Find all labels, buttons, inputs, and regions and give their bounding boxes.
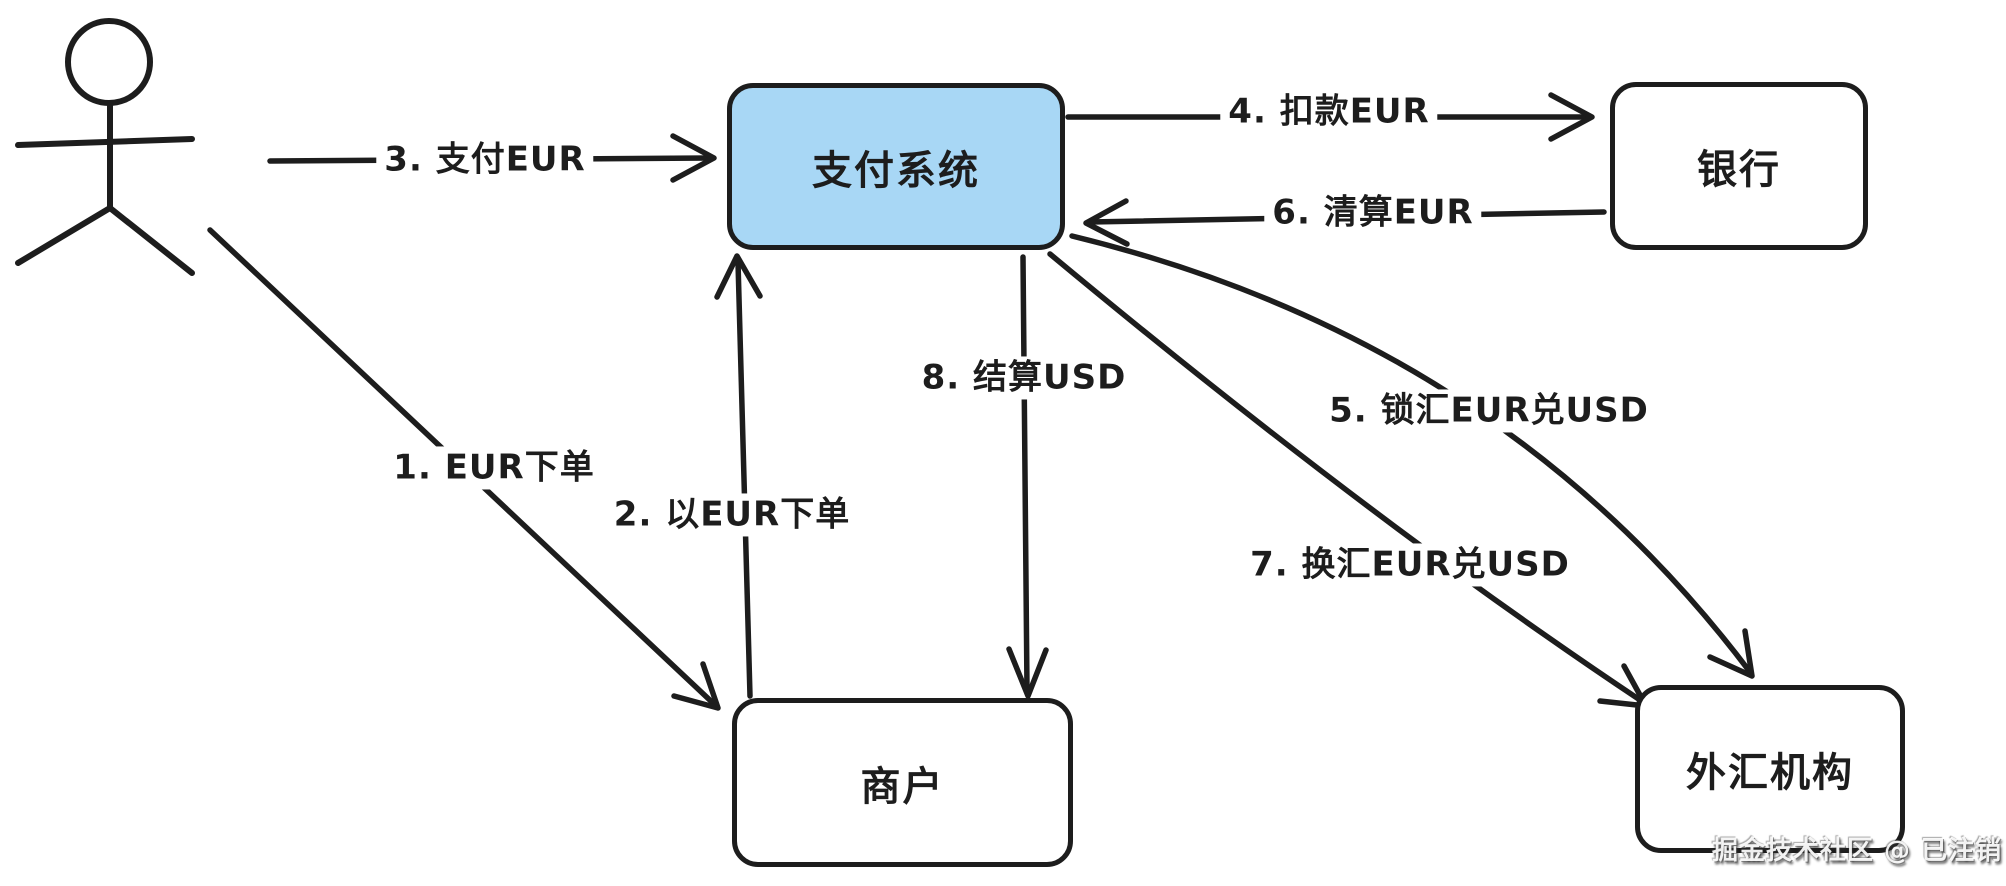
arrow-7-exchange-eur-usd — [1047, 251, 1649, 709]
arrow-5-lock-fx-rate — [1069, 233, 1755, 679]
edge-label-5-lock-fx-rate: 5. 锁汇EUR兑USD — [1321, 389, 1657, 433]
edge-label-3-pay-eur: 3. 支付EUR — [376, 138, 594, 182]
node-merchant-label: 商户 — [860, 763, 945, 810]
edge-label-6-clearing-eur: 6. 清算EUR — [1264, 191, 1482, 235]
edge-label-7-exchange-eur-usd: 7. 换汇EUR兑USD — [1242, 543, 1578, 587]
node-fx-institution-label: 外汇机构 — [1686, 750, 1854, 796]
node-payment-system-label: 支付系统 — [812, 147, 980, 194]
arrow-8-settle-usd — [1006, 254, 1049, 699]
edge-label-8-settle-usd: 8. 结算USD — [913, 356, 1135, 400]
arrow-2-order-with-eur — [714, 253, 763, 699]
node-merchant: 商户 — [732, 698, 1073, 867]
edge-label-4-debit-eur: 4. 扣款EUR — [1220, 90, 1438, 134]
watermark-text: 掘金技术社区 @ 已注销 — [1712, 836, 2003, 866]
edge-label-1-eur-order: 1. EUR下单 — [385, 446, 603, 490]
node-bank-label: 银行 — [1697, 147, 1781, 193]
edge-label-2-order-with-eur: 2. 以EUR下单 — [605, 493, 859, 537]
stick-figure-icon — [15, 18, 195, 276]
node-bank: 银行 — [1610, 82, 1868, 250]
node-payment-system: 支付系统 — [727, 83, 1065, 250]
node-fx-institution: 外汇机构 — [1635, 685, 1905, 853]
